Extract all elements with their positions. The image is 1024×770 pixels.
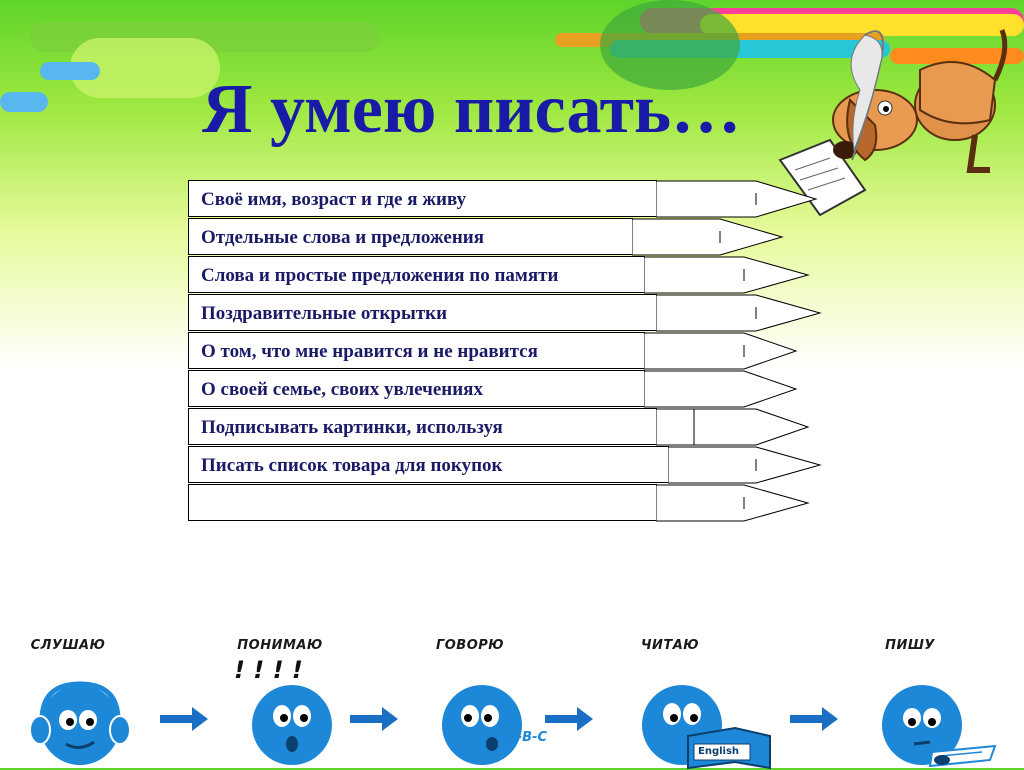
pencil-icon [656,408,810,446]
statement-cell [188,484,657,521]
skill-understand: ПОНИМАЮ ! ! ! ! [220,630,350,768]
pencil-icon [656,484,810,522]
skill-label: ЧИТАЮ [640,638,700,653]
statement-cell: О своей семье, своих увлечениях [188,370,645,407]
skill-speak: ГОВОРЮ a-B-C [410,630,547,768]
skill-label: ПОНИМАЮ [237,638,323,653]
writing-face-icon [882,685,997,768]
decor-stripe [40,62,100,80]
skill-label: СЛУШАЮ [30,638,106,653]
exclamation-face-icon [252,685,332,765]
page-title: Я умею писать… [202,71,742,148]
skill-read: ЧИТАЮ English [610,630,771,770]
skill-write: ПИШУ [850,630,1010,768]
table-row: О том, что мне нравится и не нравится [188,332,828,370]
decor-stripe [890,48,1024,64]
skills-strip: СЛУШАЮ ПОНИМАЮ ! ! ! ! ГОВОРЮ a-B-C [0,630,1024,770]
speaking-face-icon [442,685,522,765]
arrow-right-icon [545,707,593,731]
table-row: Отдельные слова и предложения [188,218,828,256]
table-row: Поздравительные открытки [188,294,828,332]
headphones-face-icon [29,681,131,765]
pencil-icon [656,180,818,218]
skill-label: ПИШУ [885,638,935,653]
decor-blob [600,0,740,90]
pencil-icon [644,256,810,294]
dog-writing-icon [778,29,1008,217]
pencil-icon [668,446,822,484]
decor-stripe [0,92,48,112]
statement-cell: Слова и простые предложения по памяти [188,256,645,293]
statement-cell: Отдельные слова и предложения [188,218,633,255]
table-row: Писать список товара для покупок [188,446,828,484]
statement-cell: Подписывать картинки, используя [188,408,657,445]
table-row: Слова и простые предложения по памяти [188,256,828,294]
exclamation-mark-text: ! ! ! ! [234,656,303,684]
speech-text: a-B-C [508,730,548,745]
reading-face-icon [642,685,771,770]
skill-label: ГОВОРЮ [435,638,505,653]
book-label: English [698,746,740,757]
statement-cell: Своё имя, возраст и где я живу [188,180,657,217]
table-row [188,484,828,522]
pencil-icon [656,294,822,332]
arrow-right-icon [350,707,398,731]
decor-stripe [700,14,1024,36]
pencil-icon [644,332,798,370]
skill-listen: СЛУШАЮ [8,630,138,768]
statement-cell: Поздравительные открытки [188,294,657,331]
statement-cell: О том, что мне нравится и не нравится [188,332,645,369]
table-row: Своё имя, возраст и где я живу [188,180,828,218]
table-row: О своей семье, своих увлечениях [188,370,828,408]
statement-cell: Писать список товара для покупок [188,446,669,483]
arrow-right-icon [160,707,208,731]
pencil-icon [632,218,784,256]
table-row: Подписывать картинки, используя [188,408,828,446]
statements-table: Своё имя, возраст и где я живу Отдельные… [188,180,828,525]
pencil-icon [644,370,798,408]
arrow-right-icon [790,707,838,731]
